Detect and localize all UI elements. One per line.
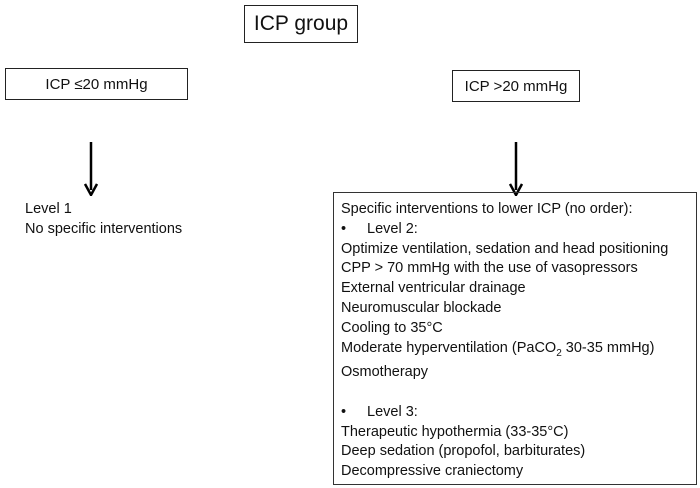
list-item: Cooling to 35°C xyxy=(341,319,443,336)
level1-desc: No specific interventions xyxy=(25,220,183,237)
list-item: Deep sedation (propofol, barbiturates) xyxy=(341,443,586,460)
list-item: Osmotherapy xyxy=(341,364,429,381)
level1-text: Level 1 No specific interventions xyxy=(25,200,182,240)
level2-label: •Level 2: xyxy=(341,220,418,237)
list-item: Therapeutic hypothermia (33-35°C) xyxy=(341,423,569,440)
level3-label: •Level 3: xyxy=(341,403,418,420)
interventions-box: Specific interventions to lower ICP (no … xyxy=(333,192,697,485)
spacer xyxy=(341,383,696,403)
list-item: External ventricular drainage xyxy=(341,280,526,297)
icp-group-title: ICP group xyxy=(244,5,358,43)
list-item: Decompressive craniectomy xyxy=(341,463,524,480)
arrow-down-icon xyxy=(84,142,98,196)
interventions-heading: Specific interventions to lower ICP (no … xyxy=(341,201,633,217)
list-item: Moderate hyperventilation (PaCO2 30-35 m… xyxy=(341,339,655,359)
icp-low-box: ICP ≤20 mmHg xyxy=(5,68,188,100)
level1-label: Level 1 xyxy=(25,201,72,217)
arrow-down-icon xyxy=(509,142,523,196)
list-item: CPP > 70 mmHg with the use of vasopresso… xyxy=(341,260,638,277)
list-item: Neuromuscular blockade xyxy=(341,299,502,316)
icp-high-box: ICP >20 mmHg xyxy=(452,70,580,102)
list-item: Optimize ventilation, sedation and head … xyxy=(341,240,669,257)
